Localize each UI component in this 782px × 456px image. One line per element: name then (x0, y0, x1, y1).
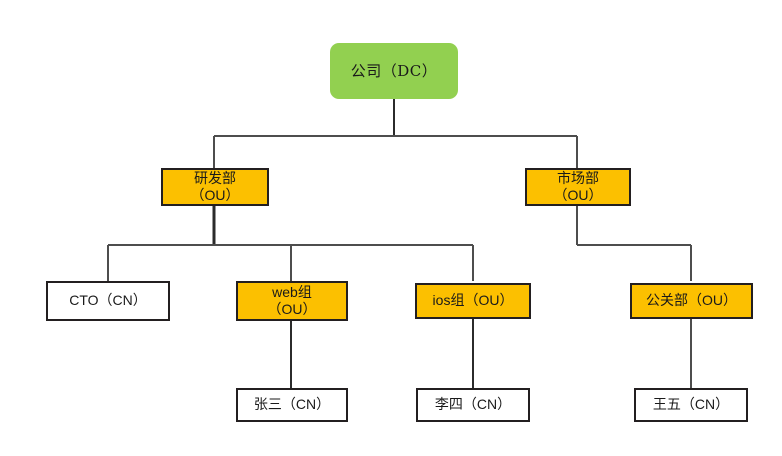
node-marketing-department[interactable]: 市场部 （OU） (525, 168, 631, 206)
node-lisi[interactable]: 李四（CN） (416, 388, 530, 422)
node-pr-department[interactable]: 公关部（OU） (630, 283, 753, 319)
node-company[interactable]: 公司（DC） (330, 43, 458, 99)
node-wangwu[interactable]: 王五（CN） (634, 388, 748, 422)
node-zhangsan[interactable]: 张三（CN） (236, 388, 348, 422)
node-web-team[interactable]: web组 （OU） (236, 281, 348, 321)
node-ios-team[interactable]: ios组（OU） (415, 283, 531, 319)
node-rd-department[interactable]: 研发部 （OU） (161, 168, 269, 206)
node-cto[interactable]: CTO（CN） (46, 281, 170, 321)
